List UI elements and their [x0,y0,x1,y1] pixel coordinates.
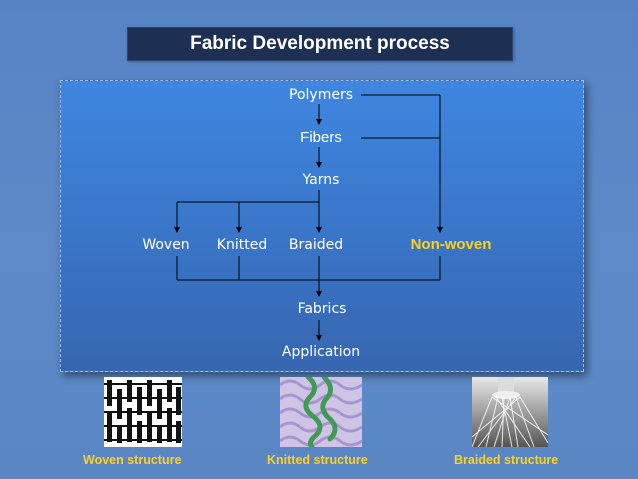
woven-structure-image [104,377,182,447]
node-yarns: Yarns [302,172,340,188]
caption-woven: Woven structure [83,453,182,467]
page-title: Fabric Development process [190,33,450,54]
caption-braided: Braided structure [454,453,559,467]
node-polymers: Polymers [289,87,353,103]
node-fibers: Fibers [300,129,342,146]
node-knitted: Knitted [216,237,268,253]
node-nonwoven: Non-woven [410,236,492,253]
title-banner: Fabric Development process [127,27,513,61]
node-woven: Woven [142,237,190,253]
knitted-structure-image [280,377,362,447]
caption-knitted: Knitted structure [267,453,368,467]
flowchart-panel [60,80,584,372]
node-application: Application [281,344,361,360]
braided-structure-image [472,377,548,447]
node-fabrics: Fabrics [297,301,347,317]
node-braided: Braided [288,237,344,253]
